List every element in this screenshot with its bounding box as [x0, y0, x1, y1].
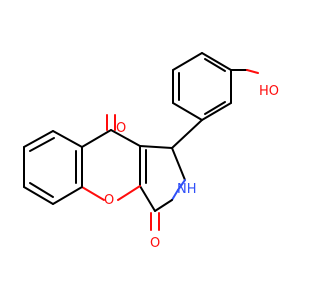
bond-to-oxygen: [246, 69, 259, 74]
bond: [154, 199, 173, 212]
bond: [172, 102, 203, 121]
carbonyl-top-label: O: [116, 121, 126, 136]
bond-to-nitrogen: [171, 189, 179, 201]
bond-to-oxygen: [117, 185, 141, 201]
bond: [110, 129, 141, 147]
bond: [139, 185, 156, 212]
pyranone-ring: O: [81, 129, 141, 208]
ring-oxygen-label: O: [104, 193, 114, 208]
bond-to-oxygen: [81, 186, 105, 201]
bond: [23, 186, 54, 205]
bond: [139, 145, 173, 149]
bond: [171, 147, 186, 181]
benzo-ring: [23, 130, 83, 205]
hydroxyl-label: HO: [259, 84, 279, 99]
bond-double-inner: [204, 58, 226, 72]
bond-double-inner: [29, 182, 54, 198]
amide-nh-label: NH: [177, 182, 197, 197]
bond-double-inner: [204, 101, 226, 115]
phenol-ring: [172, 52, 232, 121]
molecule-structure: HO NH O O O: [23, 52, 279, 251]
bond: [23, 130, 54, 148]
bond: [171, 119, 203, 149]
bond: [52, 186, 83, 205]
bond-double-inner: [29, 137, 55, 152]
bond: [201, 102, 232, 121]
hydroxyl-group: HO: [230, 69, 279, 99]
bond-to-nitrogen: [177, 179, 186, 191]
bond: [52, 130, 83, 148]
top-carbonyl: O: [106, 114, 126, 136]
bond: [201, 52, 232, 71]
bond: [81, 129, 112, 148]
bottom-carbonyl: O: [150, 212, 160, 251]
pyrrolone-ring: NH: [139, 119, 203, 212]
structure-canvas: HO NH O O O: [23, 52, 279, 251]
carbonyl-bottom-label: O: [150, 236, 160, 251]
bond: [172, 52, 203, 71]
